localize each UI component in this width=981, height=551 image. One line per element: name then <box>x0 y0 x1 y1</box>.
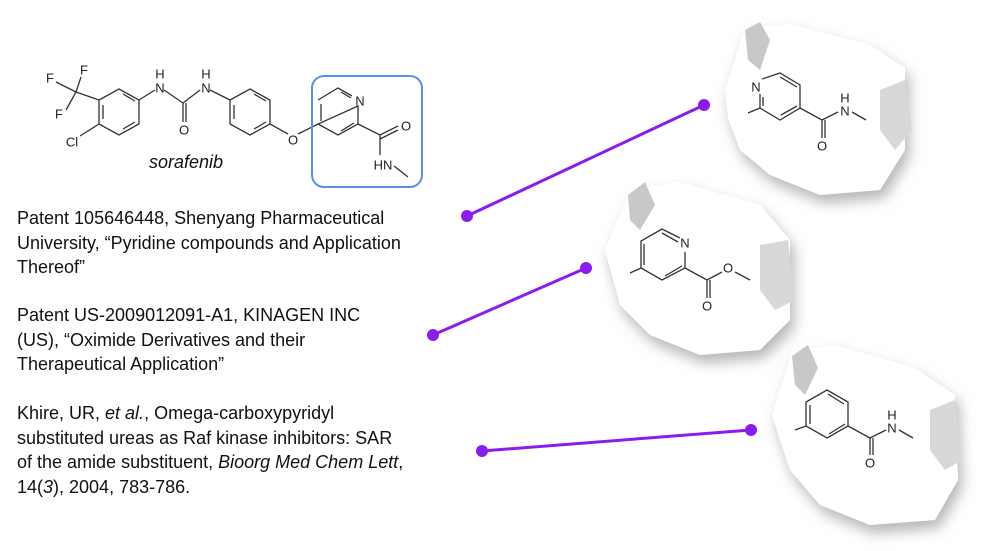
citation-3: Khire, UR, et al., Omega-carboxypyridyl … <box>17 401 467 499</box>
atom-label: H <box>887 408 896 423</box>
connector-dot <box>427 329 439 341</box>
fragment-structure-2: N O O <box>629 228 751 314</box>
atom-label: N <box>751 80 760 95</box>
connector-line-3 <box>481 428 752 453</box>
atom-label: O <box>817 139 827 154</box>
fragment-structure-1: N H N O <box>747 72 867 154</box>
atom-label: O <box>865 456 875 471</box>
atom-label: O <box>401 119 411 134</box>
connector-dot <box>461 210 473 222</box>
sorafenib-structure: F F F Cl H N H N O O N O HN sorafenib <box>46 63 423 188</box>
atom-label: H <box>840 91 849 106</box>
citation-line: 14(3), 2004, 783-786. <box>17 475 467 500</box>
text: , <box>398 452 404 472</box>
atom-label: O <box>723 261 733 276</box>
citation-line: Khire, UR, et al., Omega-carboxypyridyl <box>17 401 467 426</box>
citation-line: (US), “Oximide Derivatives and their <box>17 329 306 350</box>
citation-line: substituted ureas as Raf kinase inhibito… <box>17 427 393 448</box>
citation-2: Patent US-2009012091-A1, KINAGEN INC (US… <box>17 303 467 377</box>
connector-line-2 <box>432 266 587 337</box>
fragment-structure-3: H N O <box>794 389 914 471</box>
text: ), 2004, 783-786. <box>53 476 191 497</box>
atom-label: H <box>155 67 164 82</box>
atom-label: N <box>887 421 896 436</box>
atom-label: N <box>840 104 849 119</box>
torn-paper-2 <box>605 182 795 355</box>
atom-label: F <box>46 71 54 86</box>
atom-label: N <box>201 81 210 96</box>
text: of the amide substituent, <box>17 452 219 472</box>
citation-line: Patent 105646448, Shenyang Pharmaceutica… <box>17 208 385 228</box>
atom-label: H <box>201 67 210 82</box>
atom-label: N <box>155 81 164 96</box>
connector-dot <box>745 424 757 436</box>
citation-line: Thereof” <box>17 257 86 277</box>
journal-name: Bioorg Med Chem Lett <box>218 452 399 472</box>
connectors <box>427 99 757 457</box>
atom-label: F <box>55 107 63 122</box>
connector-dot <box>580 262 592 274</box>
citation-1: Patent 105646448, Shenyang Pharmaceutica… <box>17 206 467 280</box>
citation-line: Patent US-2009012091-A1, KINAGEN INC <box>17 305 361 325</box>
atom-label: O <box>702 299 712 314</box>
connector-dot <box>698 99 710 111</box>
connector-line-1 <box>466 103 705 218</box>
atom-label: N <box>680 236 689 251</box>
text: , Omega-carboxypyridyl <box>144 403 335 423</box>
text: Khire, UR, <box>17 403 106 423</box>
atom-label: O <box>179 123 189 138</box>
citation-line: University, “Pyridine compounds and Appl… <box>17 232 401 253</box>
atom-label: F <box>80 63 88 78</box>
torn-paper-1 <box>725 22 912 195</box>
issue-number: 3 <box>43 476 54 497</box>
highlight-box <box>311 75 423 188</box>
atom-label: Cl <box>66 135 78 150</box>
citation-line: Therapeutical Application” <box>17 354 225 374</box>
atom-label: N <box>355 94 364 109</box>
torn-paper-3 <box>772 345 962 525</box>
molecule-name: sorafenib <box>149 152 223 172</box>
connector-dot <box>476 445 488 457</box>
citation-line: of the amide substituent, Bioorg Med Che… <box>17 450 467 475</box>
atom-label: O <box>288 133 298 148</box>
text: 14( <box>17 476 44 497</box>
text-italic: et al. <box>105 403 145 423</box>
atom-label: HN <box>374 158 393 173</box>
